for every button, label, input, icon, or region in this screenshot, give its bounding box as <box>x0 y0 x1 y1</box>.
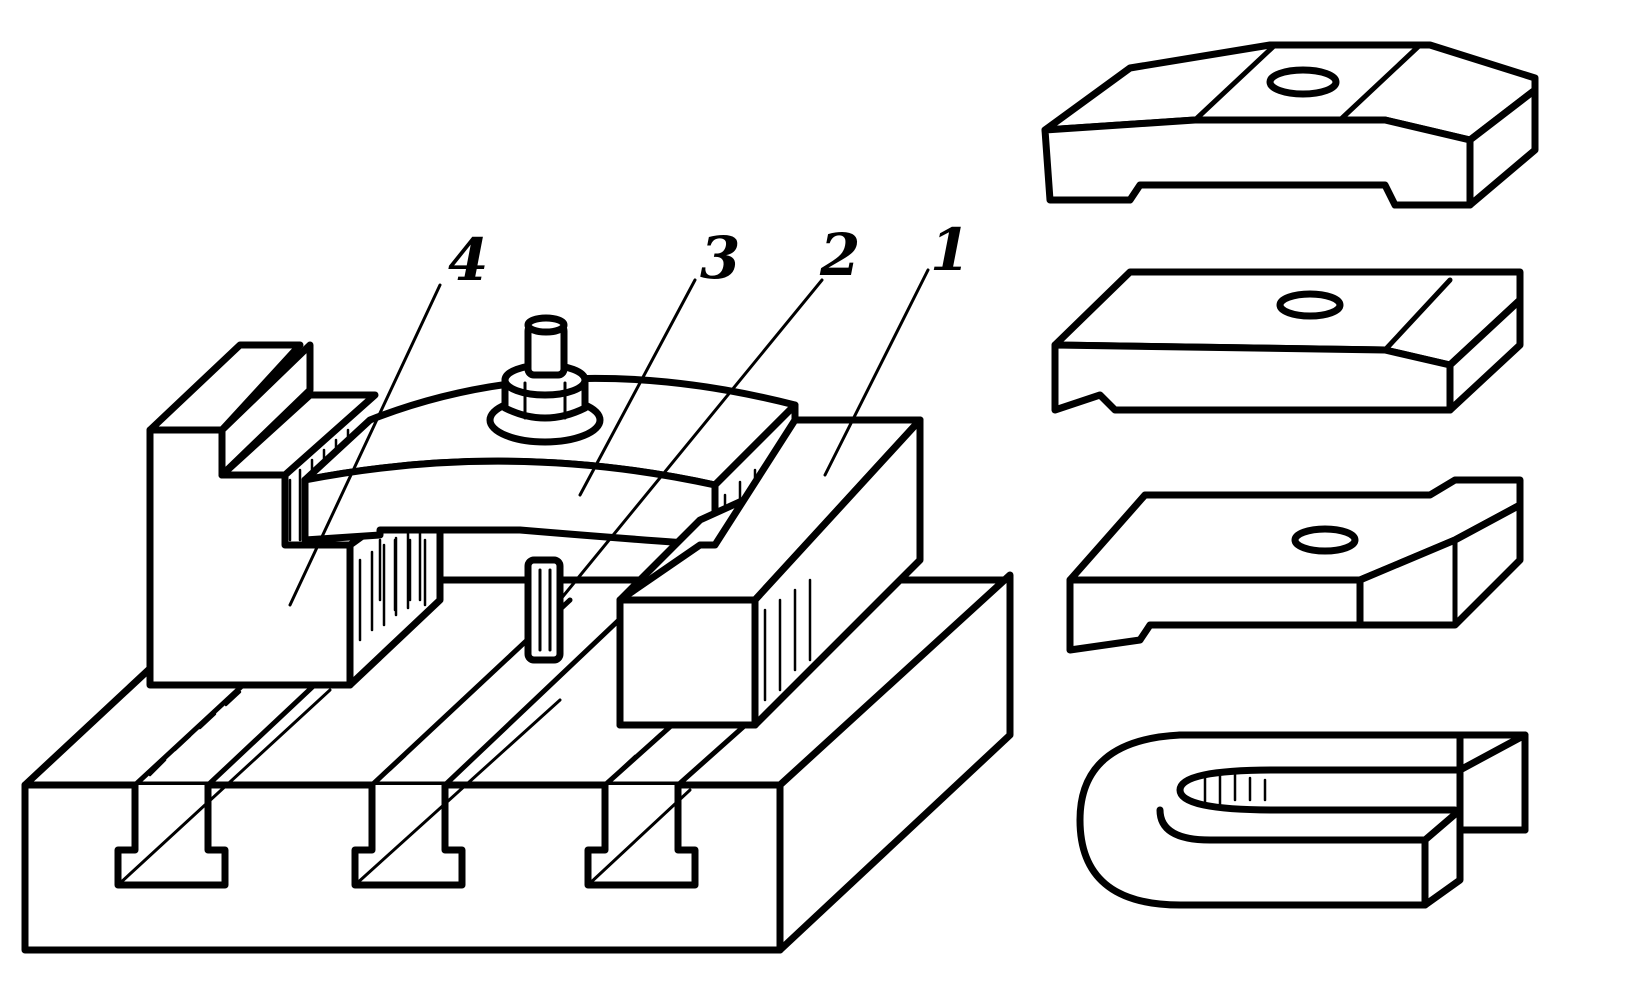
clamp-variant-stepped <box>1051 268 1524 414</box>
callout-1: 1 <box>930 216 970 284</box>
callout-4: 4 <box>448 226 488 294</box>
t-bolt-stud <box>524 556 564 664</box>
workpiece <box>616 416 924 729</box>
nut-and-washer <box>486 314 604 446</box>
callout-2: 2 <box>819 221 860 289</box>
callout-leaders <box>288 268 930 607</box>
callout-3: 3 <box>700 224 740 292</box>
clamp-variant-tongue <box>1066 476 1524 654</box>
clamp-variant-u-slot <box>1076 731 1529 909</box>
callout-labels: 4 3 2 1 <box>448 216 970 294</box>
clamp-variant-plain <box>1041 41 1539 209</box>
